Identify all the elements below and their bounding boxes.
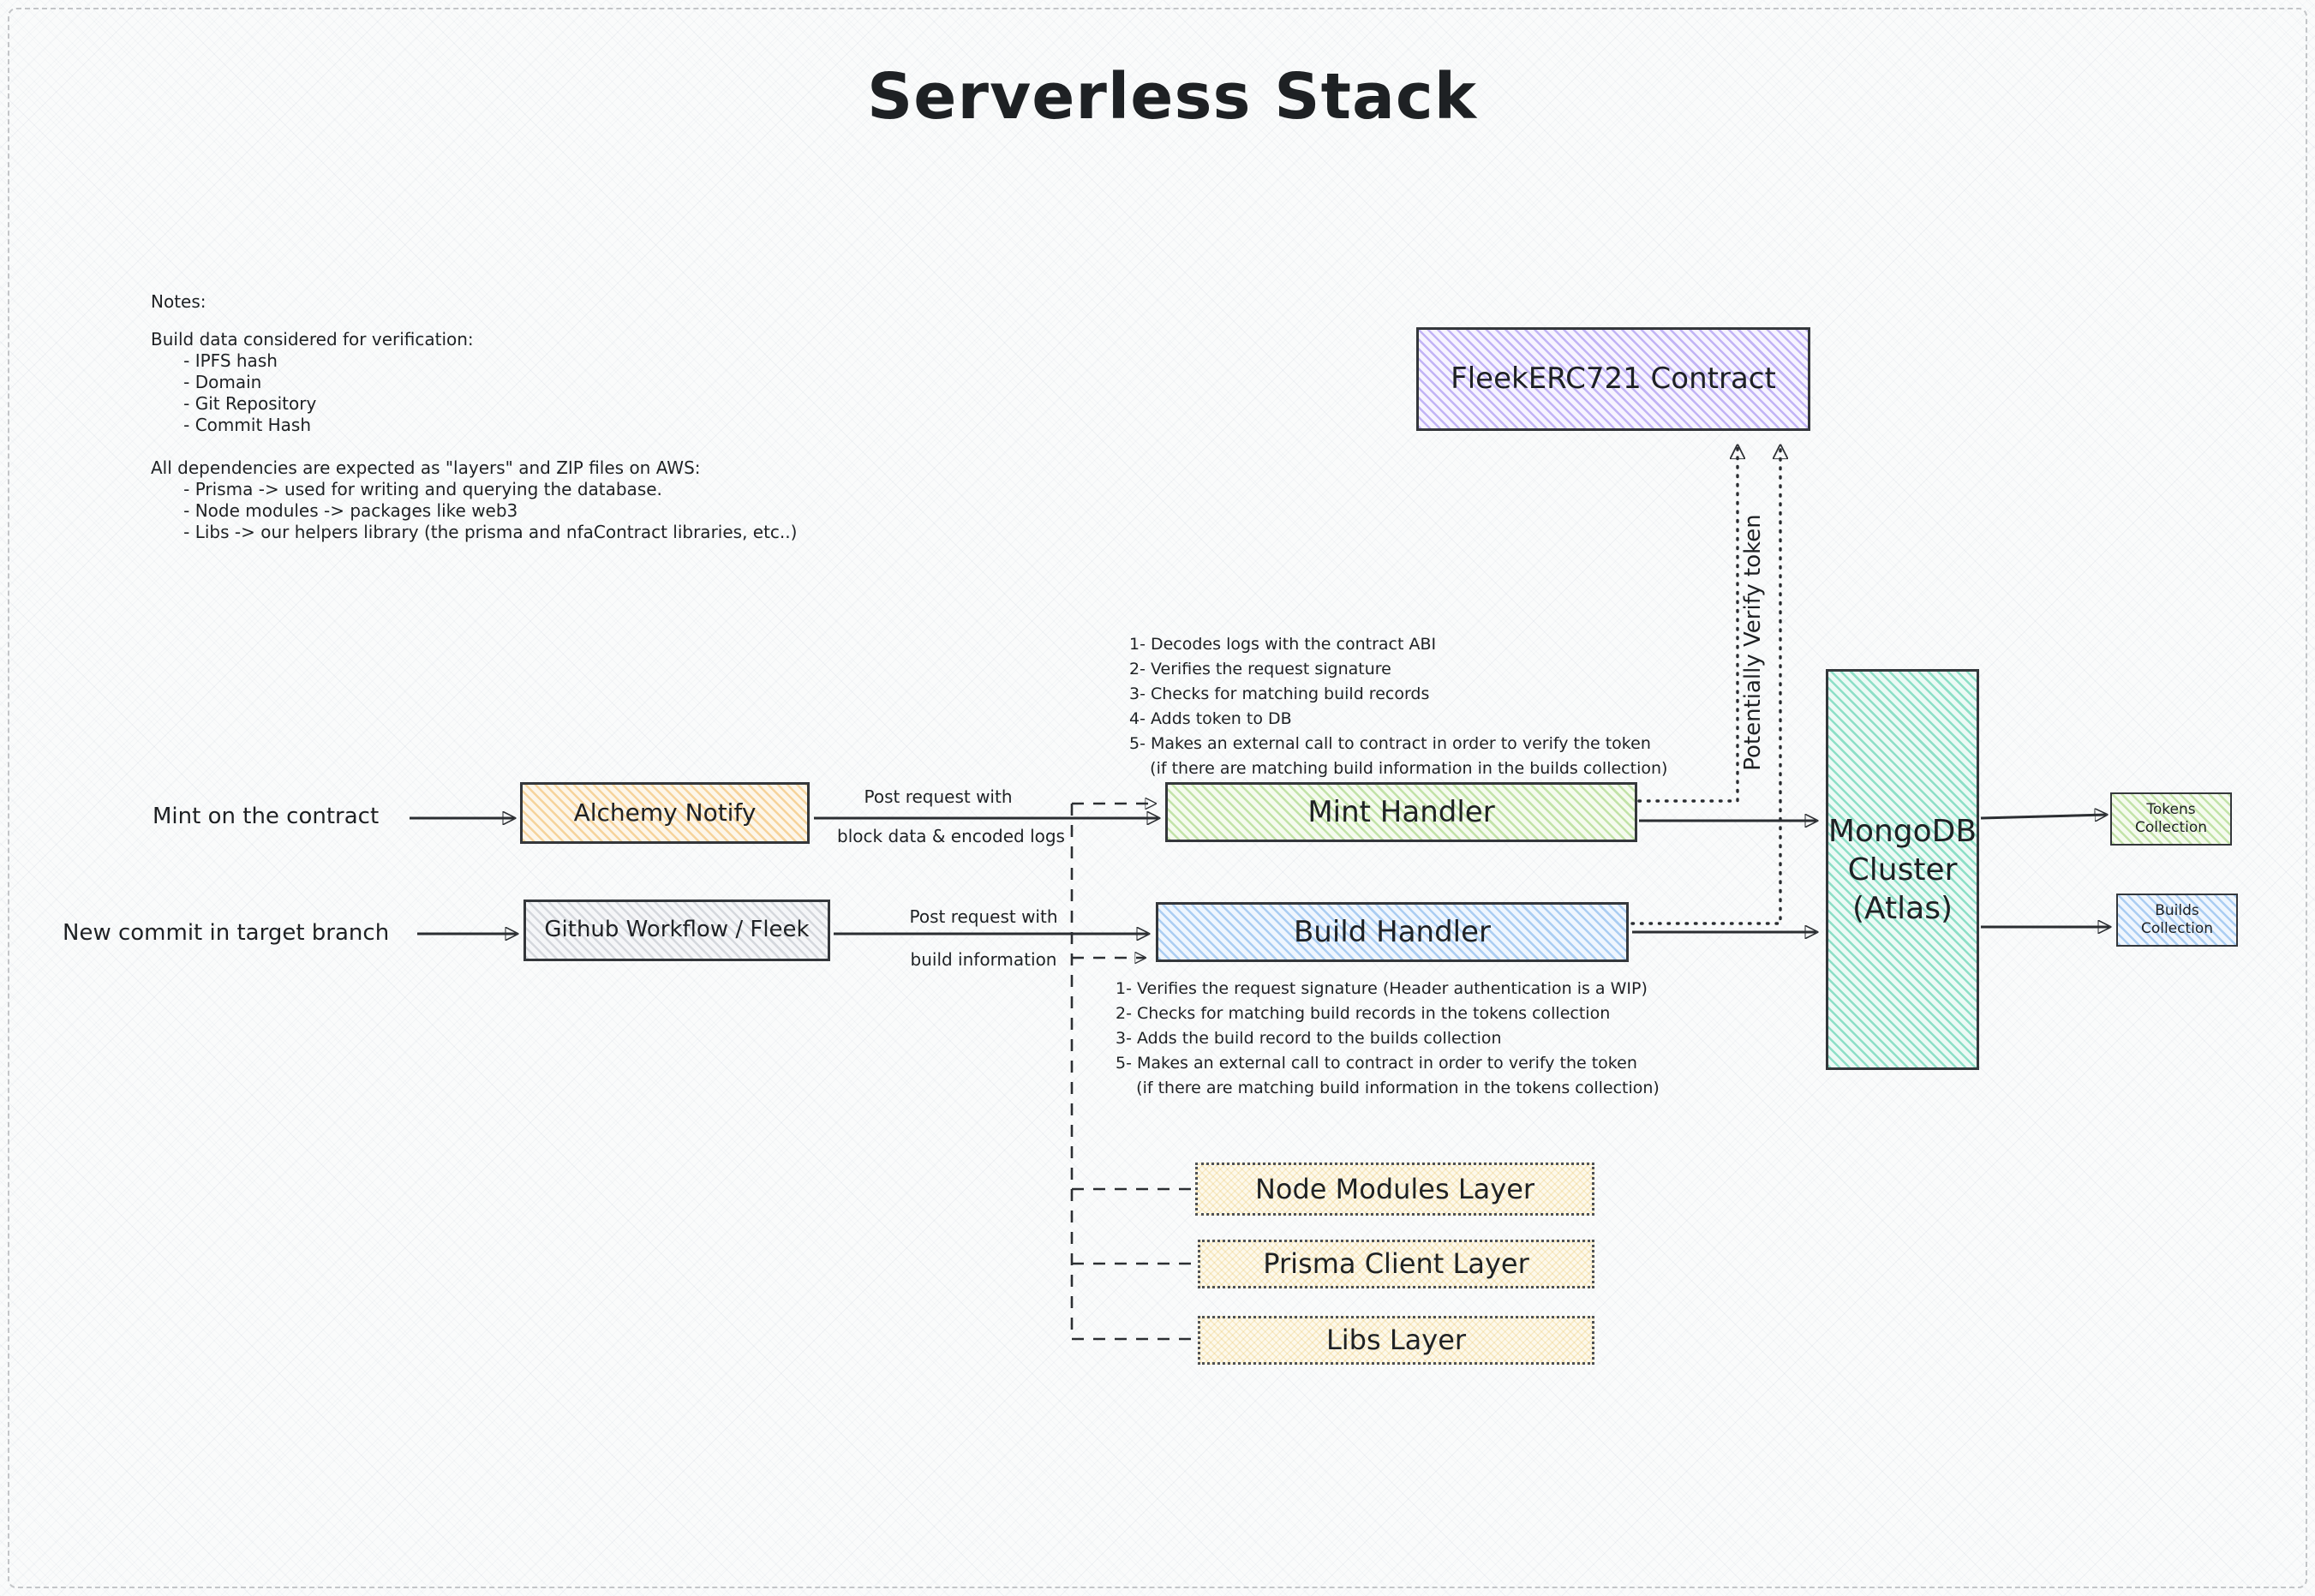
node-label: Mint Handler — [1307, 794, 1495, 829]
node-label-line: Collection — [2134, 819, 2208, 836]
step-line: (if there are matching build information… — [1116, 1079, 1660, 1097]
build-handler-steps: 1- Verifies the request signature (Heade… — [1116, 977, 1660, 1101]
step-line: 3- Checks for matching build records — [1129, 684, 1430, 703]
label-mint-on-contract: Mint on the contract — [153, 804, 380, 829]
node-label: Node Modules Layer — [1254, 1172, 1535, 1205]
dotted-mint-to-contract — [1637, 446, 1738, 803]
node-github-workflow-fleek[interactable]: Github Workflow / Fleek — [523, 900, 830, 961]
note-line: Build data considered for verification: — [151, 329, 474, 350]
diagram-title: Serverless Stack — [867, 60, 1477, 134]
node-label: Libs Layer — [1325, 1324, 1467, 1357]
node-libs-layer[interactable]: Libs Layer — [1198, 1316, 1594, 1365]
dotted-build-to-contract — [1630, 446, 1780, 925]
node-prisma-client-layer[interactable]: Prisma Client Layer — [1198, 1240, 1594, 1288]
node-label: FleekERC721 Contract — [1451, 362, 1776, 397]
step-line: 2- Checks for matching build records in … — [1116, 1004, 1611, 1023]
label-post-block-1: Post request with — [864, 786, 1013, 807]
step-line: (if there are matching build information… — [1129, 759, 1668, 778]
node-mint-handler[interactable]: Mint Handler — [1165, 782, 1637, 842]
step-line: 5- Makes an external call to contract in… — [1116, 1054, 1637, 1073]
node-label: Prisma Client Layer — [1263, 1247, 1529, 1281]
node-builds-collection[interactable]: Builds Collection — [2116, 894, 2238, 947]
note-line: - Git Repository — [151, 393, 317, 414]
node-label-line: (Atlas) — [1851, 890, 1953, 926]
node-alchemy-notify[interactable]: Alchemy Notify — [520, 782, 810, 844]
label-post-block-2: block data & encoded logs — [837, 826, 1065, 846]
node-label-line: Builds — [2155, 901, 2199, 919]
node-label: Alchemy Notify — [573, 798, 757, 828]
label-new-commit: New commit in target branch — [63, 920, 390, 946]
node-node-modules-layer[interactable]: Node Modules Layer — [1195, 1163, 1594, 1216]
step-line: 3- Adds the build record to the builds c… — [1116, 1029, 1502, 1048]
mint-handler-steps: 1- Decodes logs with the contract ABI 2-… — [1129, 632, 1667, 781]
step-line: 2- Verifies the request signature — [1129, 660, 1391, 678]
note-line: All dependencies are expected as "layers… — [151, 457, 701, 478]
notes-heading: Notes: — [151, 291, 206, 312]
node-label-line: Cluster — [1847, 852, 1958, 888]
node-label-line: MongoDB — [1827, 813, 1977, 849]
step-line: 4- Adds token to DB — [1129, 709, 1292, 728]
node-label: Build Handler — [1293, 914, 1492, 949]
step-line: 1- Verifies the request signature (Heade… — [1116, 979, 1648, 998]
node-mongodb-cluster[interactable]: MongoDB Cluster (Atlas) — [1826, 669, 1979, 1070]
node-label: Github Workflow / Fleek — [544, 917, 810, 943]
node-label-line: Tokens — [2146, 800, 2196, 818]
note-line: - Prisma -> used for writing and queryin… — [151, 479, 662, 499]
node-build-handler[interactable]: Build Handler — [1156, 902, 1629, 962]
note-line: - Libs -> our helpers library (the prism… — [151, 522, 798, 542]
node-label-line: Collection — [2140, 920, 2214, 937]
arrow-mongo-to-tokens — [1980, 815, 2106, 818]
step-line: 1- Decodes logs with the contract ABI — [1129, 635, 1437, 654]
node-tokens-collection[interactable]: Tokens Collection — [2110, 792, 2232, 846]
note-line — [151, 436, 797, 457]
node-fleek-erc721-contract[interactable]: FleekERC721 Contract — [1416, 327, 1810, 431]
note-line: - Commit Hash — [151, 415, 312, 435]
note-line: - Domain — [151, 372, 262, 392]
note-line: - IPFS hash — [151, 350, 278, 371]
label-post-build-2: build information — [910, 949, 1057, 970]
label-post-build-1: Post request with — [909, 906, 1058, 927]
notes-block: Build data considered for verification: … — [151, 329, 797, 543]
step-line: 5- Makes an external call to contract in… — [1129, 734, 1651, 753]
label-potentially-verify-token: Potentially Verify token — [1740, 514, 1766, 771]
note-line: - Node modules -> packages like web3 — [151, 500, 518, 521]
